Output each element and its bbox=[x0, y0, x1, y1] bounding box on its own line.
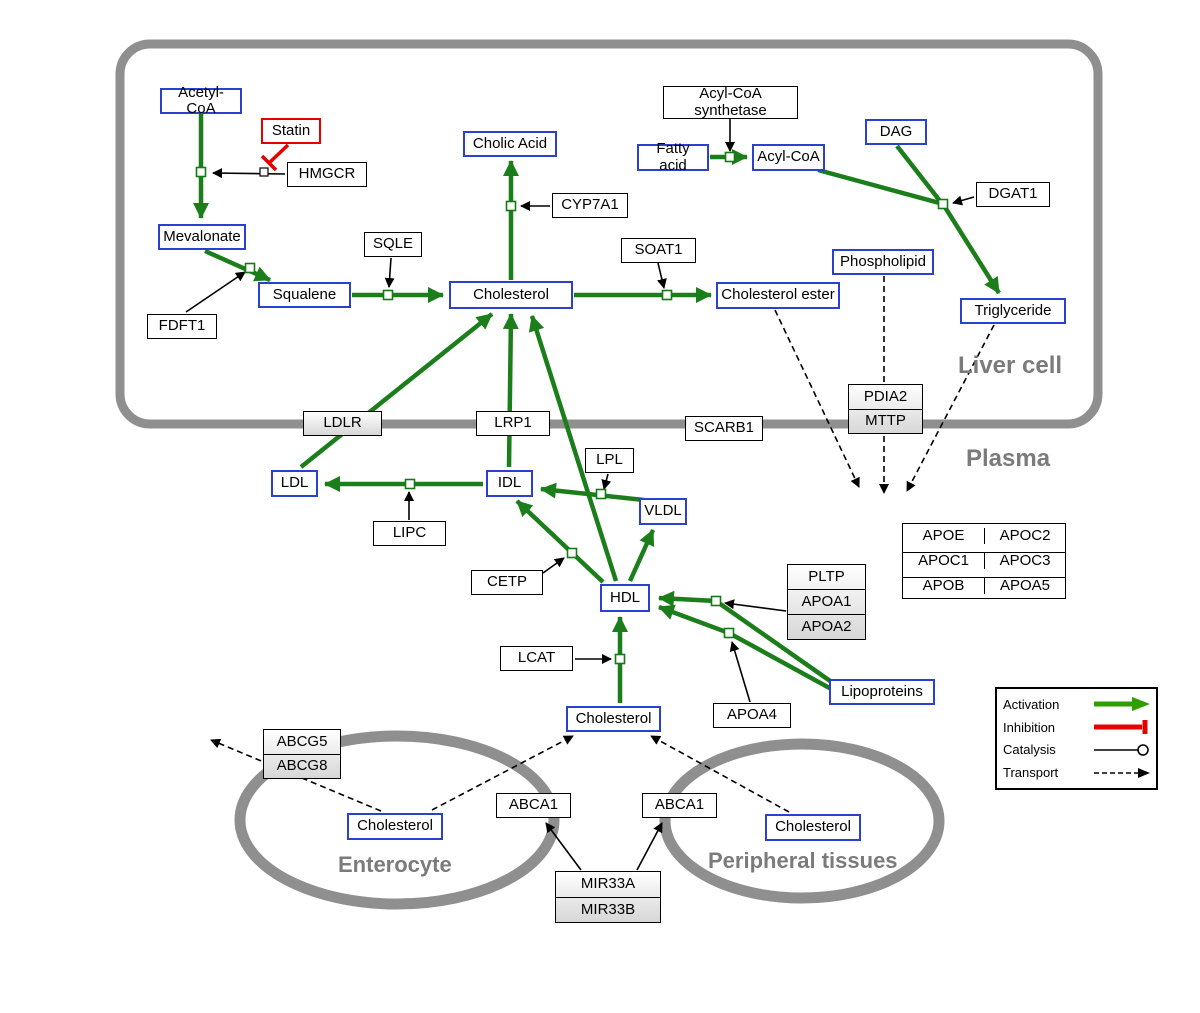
node-cholesterol-liver[interactable]: Cholesterol bbox=[449, 281, 573, 309]
node-cholesterol-plasma[interactable]: Cholesterol bbox=[566, 706, 661, 732]
inhibition-tbar-icon bbox=[1094, 720, 1148, 735]
node-cholesterol-enterocyte[interactable]: Cholesterol bbox=[347, 813, 443, 840]
node-ldlr[interactable]: LDLR bbox=[303, 411, 382, 436]
node-vldl[interactable]: VLDL bbox=[639, 498, 687, 525]
node-phospholipid[interactable]: Phospholipid bbox=[832, 249, 934, 275]
node-apoa1[interactable]: APOA1 bbox=[788, 589, 865, 614]
node-statin[interactable]: Statin bbox=[261, 118, 321, 144]
inhibition-edge bbox=[260, 143, 290, 172]
node-dag[interactable]: DAG bbox=[865, 119, 927, 145]
node-pdia2-mttp-table: PDIA2 MTTP bbox=[848, 384, 923, 434]
node-pltp-apoa-table: PLTP APOA1 APOA2 bbox=[787, 564, 866, 640]
node-apolipoprotein-table: APOE APOC2 APOC1 APOC3 APOB APOA5 bbox=[902, 523, 1066, 599]
catalysis-edges bbox=[185, 119, 975, 871]
enterocyte-label: Enterocyte bbox=[338, 852, 452, 877]
liver-cell-membrane bbox=[115, 39, 1103, 429]
node-mir33a[interactable]: MIR33A bbox=[580, 875, 636, 893]
node-apoa5[interactable]: APOA5 bbox=[984, 576, 1065, 595]
node-fdft1[interactable]: FDFT1 bbox=[147, 314, 217, 339]
node-apoc2[interactable]: APOC2 bbox=[984, 527, 1065, 545]
node-dgat1[interactable]: DGAT1 bbox=[976, 182, 1050, 207]
liver-cell-label: Liver cell bbox=[958, 352, 1063, 379]
catalysis-circle-icon bbox=[1094, 744, 1149, 756]
node-acyl-coa[interactable]: Acyl-CoA bbox=[752, 144, 825, 171]
transport-dashed-arrow-icon bbox=[1094, 767, 1150, 778]
node-hmgcr[interactable]: HMGCR bbox=[287, 162, 367, 187]
legend: Activation Inhibition Catalysis Transpor… bbox=[995, 687, 1158, 790]
legend-inhibition: Inhibition bbox=[1003, 719, 1150, 735]
peripheral-tissues-label: Peripheral tissues bbox=[708, 848, 898, 873]
node-apoa4[interactable]: APOA4 bbox=[713, 703, 791, 728]
node-abcg-table: ABCG5 ABCG8 bbox=[263, 729, 341, 779]
node-apoc1[interactable]: APOC1 bbox=[903, 551, 984, 569]
node-hdl[interactable]: HDL bbox=[600, 584, 650, 612]
node-soat1[interactable]: SOAT1 bbox=[621, 238, 696, 263]
hmgcr-junction-node bbox=[259, 167, 269, 177]
node-sqle[interactable]: SQLE bbox=[364, 232, 422, 257]
node-fatty-acid[interactable]: Fatty acid bbox=[637, 141, 709, 173]
node-lcat[interactable]: LCAT bbox=[500, 646, 573, 671]
legend-catalysis-label: Catalysis bbox=[1003, 742, 1056, 758]
node-mevalonate[interactable]: Mevalonate bbox=[158, 224, 246, 250]
node-mir33b[interactable]: MIR33B bbox=[556, 896, 660, 923]
activation-arrow-icon bbox=[1094, 697, 1150, 712]
reaction-nodes bbox=[195, 151, 949, 665]
node-idl[interactable]: IDL bbox=[486, 470, 533, 497]
node-lipc[interactable]: LIPC bbox=[373, 521, 446, 546]
legend-inhibition-label: Inhibition bbox=[1003, 719, 1056, 735]
node-cyp7a1[interactable]: CYP7A1 bbox=[552, 193, 628, 218]
membranes bbox=[115, 39, 1103, 910]
node-scarb1[interactable]: SCARB1 bbox=[685, 416, 763, 441]
node-lipoproteins[interactable]: Lipoproteins bbox=[829, 679, 935, 705]
node-cholic-acid[interactable]: Cholic Acid bbox=[463, 131, 557, 157]
node-mir33-table: MIR33A MIR33B bbox=[555, 871, 661, 923]
node-apoe[interactable]: APOE bbox=[922, 526, 965, 544]
activation-edges bbox=[193, 114, 1001, 703]
node-apob[interactable]: APOB bbox=[903, 576, 984, 594]
legend-catalysis: Catalysis bbox=[1003, 742, 1150, 758]
node-abca1-peripheral[interactable]: ABCA1 bbox=[642, 793, 717, 818]
node-ldl[interactable]: LDL bbox=[271, 470, 318, 497]
plasma-label: Plasma bbox=[966, 445, 1051, 472]
legend-transport: Transport bbox=[1003, 765, 1150, 781]
node-apoa2[interactable]: APOA2 bbox=[788, 614, 865, 639]
node-mttp[interactable]: MTTP bbox=[849, 408, 922, 434]
peripheral-tissues-membrane bbox=[659, 738, 945, 904]
node-abca1-enterocyte[interactable]: ABCA1 bbox=[496, 793, 571, 818]
node-squalene[interactable]: Squalene bbox=[258, 282, 351, 308]
node-abcg5[interactable]: ABCG5 bbox=[276, 732, 328, 750]
legend-activation-label: Activation bbox=[1003, 696, 1060, 712]
legend-transport-label: Transport bbox=[1003, 765, 1059, 781]
enterocyte-membrane bbox=[234, 730, 560, 910]
node-cholesterol-ester[interactable]: Cholesterol ester bbox=[716, 282, 840, 309]
node-lrp1[interactable]: LRP1 bbox=[476, 411, 550, 436]
node-cholesterol-peripheral[interactable]: Cholesterol bbox=[765, 814, 861, 841]
node-acetyl-coa[interactable]: Acetyl-CoA bbox=[160, 84, 242, 117]
node-triglyceride[interactable]: Triglyceride bbox=[960, 298, 1066, 324]
node-acyl-coa-synthetase[interactable]: Acyl-CoA synthetase bbox=[663, 86, 798, 119]
node-apoc3[interactable]: APOC3 bbox=[984, 551, 1065, 570]
legend-activation: Activation bbox=[1003, 696, 1150, 712]
node-cetp[interactable]: CETP bbox=[471, 570, 543, 595]
node-pltp[interactable]: PLTP bbox=[808, 567, 845, 585]
node-abcg8[interactable]: ABCG8 bbox=[264, 753, 340, 779]
node-lpl[interactable]: LPL bbox=[585, 448, 634, 473]
node-pdia2[interactable]: PDIA2 bbox=[863, 387, 908, 405]
